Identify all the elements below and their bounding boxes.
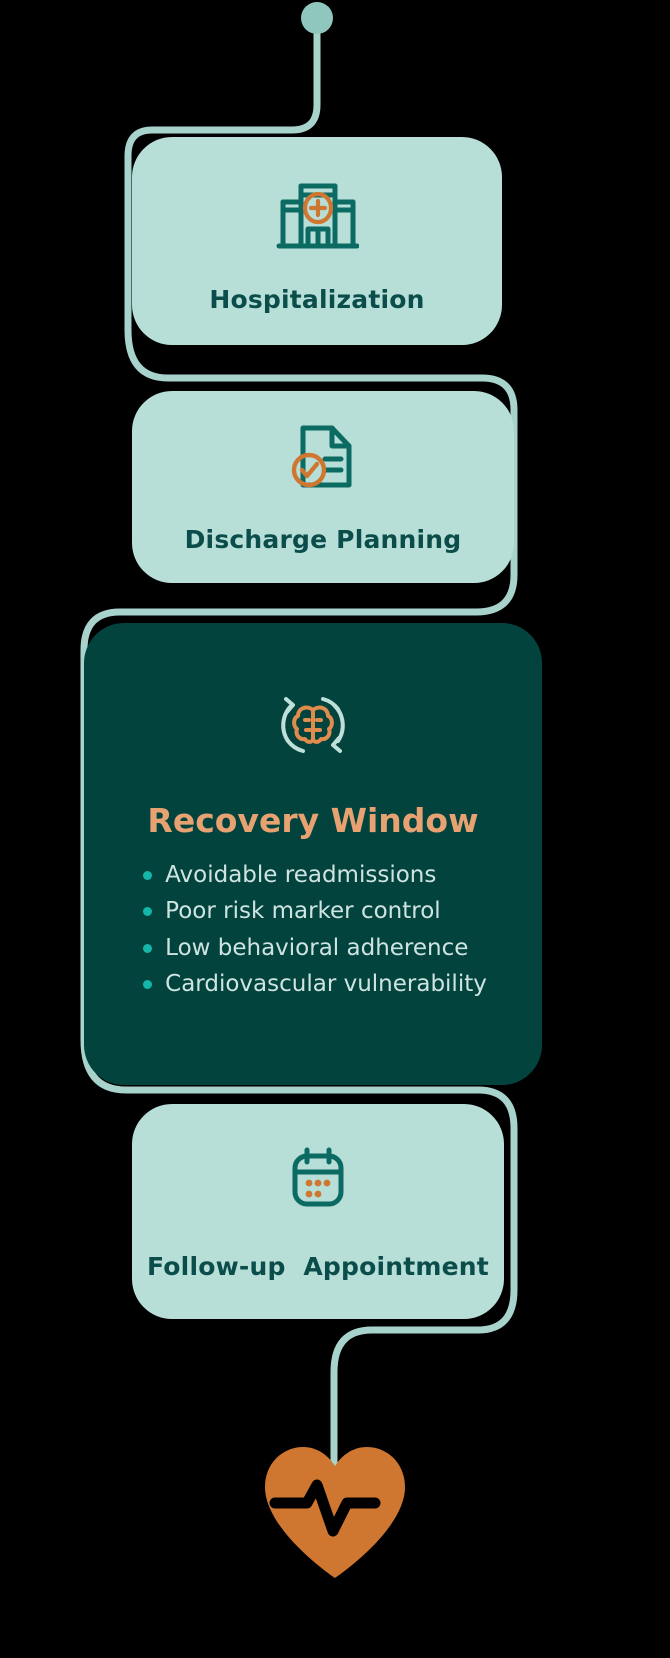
list-item-label: Cardiovascular vulnerability <box>165 971 487 998</box>
list-item-label: Low behavioral adherence <box>165 934 469 961</box>
heart-shape <box>265 1447 405 1578</box>
connector-start-to-node1 <box>124 26 321 334</box>
node-recovery-window-title: Recovery Window <box>147 801 479 840</box>
hospital-building-icon <box>275 175 360 255</box>
recovery-risk-list: Avoidable readmissions Poor risk marker … <box>139 852 487 1008</box>
list-item-label: Avoidable readmissions <box>165 862 437 888</box>
list-item: Low behavioral adherence <box>143 935 487 961</box>
node-discharge-planning[interactable]: Discharge Planning <box>132 391 514 583</box>
bullet-dot-icon <box>143 907 153 917</box>
list-item: Avoidable readmissions <box>143 862 487 888</box>
node-recovery-window[interactable]: Recovery Window Avoidable readmissions P… <box>84 623 542 1085</box>
ecg-line <box>269 1479 381 1537</box>
node-hospitalization-label: Hospitalization <box>209 284 425 314</box>
start-node-dot <box>301 2 333 34</box>
node-followup-appointment[interactable]: Follow-up Appointment <box>132 1104 504 1319</box>
connector-node2-to-node3 <box>80 571 518 1044</box>
bullet-dot-icon <box>143 870 153 880</box>
document-check-icon <box>287 421 359 499</box>
list-item-label: Poor risk marker control <box>165 898 441 925</box>
connector-node3-to-node4 <box>80 1036 518 1294</box>
node-followup-appointment-label: Follow-up Appointment <box>147 1252 489 1281</box>
brain-refresh-icon <box>265 679 361 775</box>
heart-pulse-icon <box>255 1435 415 1585</box>
calendar-icon <box>282 1142 354 1218</box>
list-item: Poor risk marker control <box>143 898 487 924</box>
connector-node4-to-heart <box>330 1286 518 1504</box>
bullet-dot-icon <box>143 943 153 953</box>
connector-node1-to-node2 <box>124 326 518 579</box>
list-item: Cardiovascular vulnerability <box>143 971 487 997</box>
node-hospitalization[interactable]: Hospitalization <box>132 137 502 345</box>
node-discharge-planning-label: Discharge Planning <box>184 524 462 554</box>
bullet-dot-icon <box>143 980 153 990</box>
